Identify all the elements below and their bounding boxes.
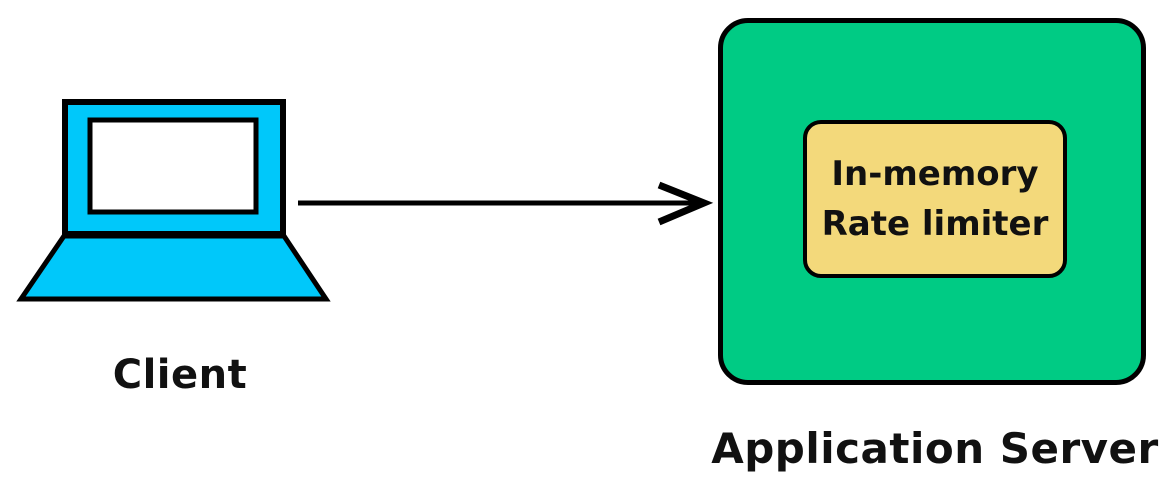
rate-limiter-label-line2: Rate limiter	[821, 204, 1049, 244]
laptop-screen	[87, 117, 259, 215]
application-server-box: In-memory Rate limiter	[718, 18, 1146, 385]
rate-limiter-label-line1: In-memory	[831, 154, 1039, 194]
laptop-base	[16, 233, 331, 302]
request-arrow	[298, 181, 714, 226]
request-arrow-head	[657, 181, 714, 226]
client-label: Client	[112, 352, 248, 398]
client-laptop-icon	[16, 99, 331, 302]
rate-limiter-box: In-memory Rate limiter	[803, 120, 1067, 278]
application-server-label: Application Server	[711, 424, 1159, 473]
